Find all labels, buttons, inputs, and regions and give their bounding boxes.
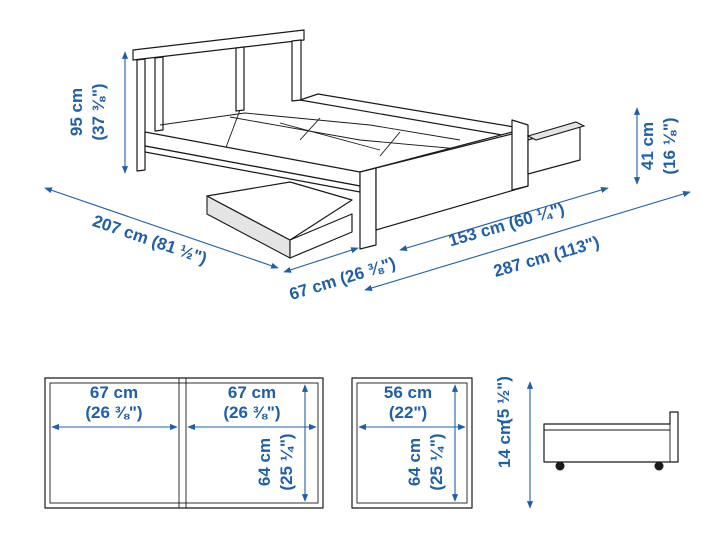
support-beam: [224, 109, 241, 151]
drawer-right-depth-cm: 64 cm: [405, 438, 424, 486]
footboard-height-cm: 41 cm: [638, 122, 657, 170]
bed-length-label: 207 cm (81 ½"): [90, 211, 209, 268]
compartment-a-width-cm: 67 cm: [90, 383, 138, 402]
drawer-depth-label: 67 cm (26 ⅜"): [287, 254, 398, 304]
slat-line: [379, 131, 401, 157]
inner-frame-line: [159, 112, 461, 141]
drawer-right-width-cm: 56 cm: [384, 383, 432, 402]
headboard-right-post: [291, 39, 302, 102]
caster-wheel-icon: [654, 461, 664, 471]
compartment-b-width-in: (26 ⅜"): [223, 403, 280, 422]
far-side-rail: [299, 93, 521, 137]
footboard-height-in: (16 ⅛"): [660, 117, 679, 174]
near-side-rail: [144, 131, 361, 187]
caster-wheel-icon: [555, 461, 565, 471]
drawer-left-outline: [44, 377, 324, 509]
foot-post-left: [359, 167, 377, 250]
drawer-side-height-in: (5 ½"): [494, 376, 513, 424]
drawer-side-view: 14 cm (5 ½"): [494, 376, 679, 509]
side-drawer-top: [526, 121, 586, 141]
bed-height-in: (37 ⅜"): [89, 83, 108, 140]
drawer-left-depth-in: (25 ¼"): [277, 433, 296, 490]
length-dimension-line: [44, 187, 279, 269]
bed-height-cm: 95 cm: [67, 88, 86, 136]
drawer-right-depth-in: (25 ¼"): [427, 433, 446, 490]
bed-width-label: 153 cm (60 ¼"): [446, 199, 566, 250]
foot-post-right: [511, 119, 529, 191]
drawer-right-top-view: 56 cm (22") 64 cm (25 ¼"): [351, 377, 473, 509]
headboard-left-post: [136, 58, 146, 172]
drawer-left-top-view: 67 cm (26 ⅜") 67 cm (26 ⅜") 64 cm (25 ¼"…: [44, 377, 324, 509]
drawer-right-width-in: (22"): [389, 403, 427, 422]
drawer-right-inner: [356, 382, 468, 504]
headboard-top-rail: [132, 29, 305, 61]
headboard-slat: [235, 46, 245, 112]
drawer-left-depth-cm: 64 cm: [255, 438, 274, 486]
support-beam: [279, 122, 381, 151]
compartment-a-width-in: (26 ⅜"): [85, 403, 142, 422]
drawer-side-body: [543, 411, 679, 463]
width-with-drawer-dimension-line: [364, 191, 691, 291]
slat-line: [299, 117, 321, 141]
support-beam: [229, 116, 471, 151]
headboard-slat: [154, 56, 164, 132]
drawer-side-height-cm: 14 cm: [495, 420, 514, 468]
drawer-depth-dimension-line: [283, 247, 359, 273]
drawer-left-inner: [49, 382, 319, 504]
bed-width-with-drawer-label: 287 cm (113"): [491, 233, 601, 281]
compartment-b-width-cm: 67 cm: [228, 383, 276, 402]
